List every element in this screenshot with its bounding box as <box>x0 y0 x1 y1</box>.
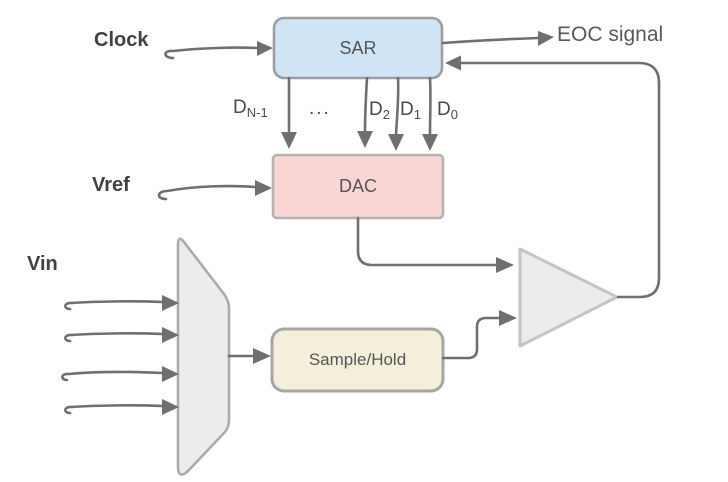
dac-to-comparator-arrow <box>356 216 514 273</box>
bit-label-d2: D2 <box>369 99 390 122</box>
bit-arrow-d1 <box>388 76 404 151</box>
vin-arrow-4 <box>64 399 179 415</box>
bit-label-d0-sub: 0 <box>450 107 458 122</box>
vref-label: Vref <box>92 174 130 196</box>
vin-arrow-2 <box>64 327 179 343</box>
bit-label-d1-sub: 1 <box>413 107 421 122</box>
bit-label-d1: D1 <box>400 99 421 122</box>
sample-hold-to-comparator-arrow <box>441 310 517 360</box>
eoc-signal-label: EOC signal <box>557 23 664 46</box>
sar-block-shape <box>272 16 444 80</box>
bit-label-msb-main: D <box>233 97 247 118</box>
bit-ellipsis: ... <box>309 98 331 119</box>
bit-arrow-d2 <box>357 76 373 148</box>
comparator-feedback-arrow <box>445 55 661 299</box>
bit-label-d2-main: D <box>369 99 383 120</box>
sample-hold-block-label: Sample/Hold <box>308 350 407 369</box>
eoc-arrow <box>441 31 554 46</box>
sample-hold-block-shape <box>270 327 445 393</box>
comparator-shape <box>518 247 619 348</box>
clock-label: Clock <box>94 29 149 51</box>
clock-arrow <box>164 41 273 60</box>
bit-label-msb: DN-1 <box>233 97 268 120</box>
vref-arrow <box>157 180 272 201</box>
bit-label-d0-main: D <box>437 99 451 120</box>
bit-arrow-msb <box>281 76 297 149</box>
vin-arrow-3 <box>61 366 179 382</box>
vin-label: Vin <box>27 253 58 275</box>
bit-label-msb-sub: N-1 <box>246 105 268 120</box>
bit-label-d0: D0 <box>437 99 458 122</box>
bit-arrow-d0 <box>422 76 438 151</box>
sar-block-label: SAR <box>339 37 377 58</box>
bit-label-d1-main: D <box>400 99 414 120</box>
bit-label-d2-sub: 2 <box>382 107 390 122</box>
mux-shape <box>176 237 231 476</box>
vin-arrow-1 <box>64 295 179 311</box>
mux-to-sample-hold-arrow <box>227 348 271 364</box>
dac-block-label: DAC <box>338 176 377 196</box>
